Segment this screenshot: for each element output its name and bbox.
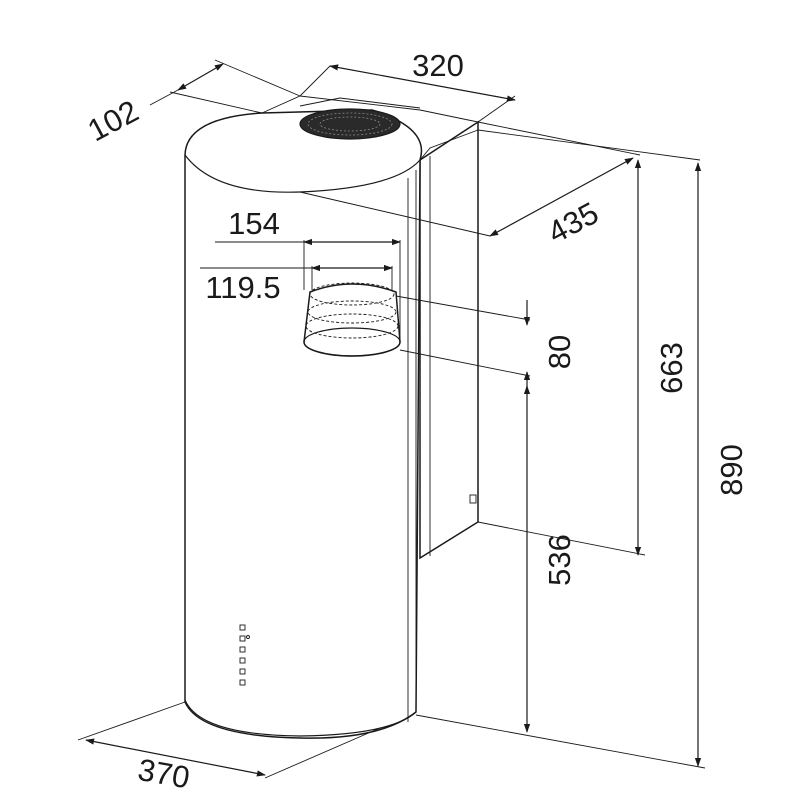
control-button-icon bbox=[239, 668, 246, 675]
status-dot-icon bbox=[246, 635, 250, 639]
control-panel bbox=[239, 624, 250, 686]
dimension-102-label: 102 bbox=[82, 93, 144, 148]
control-button-icon bbox=[239, 646, 246, 653]
dimension-154-label: 154 bbox=[228, 206, 280, 241]
indicator-light-icon bbox=[239, 624, 246, 631]
dimension-370-label: 370 bbox=[135, 752, 192, 795]
control-button-icon bbox=[239, 679, 246, 686]
dimension-320-label: 320 bbox=[412, 48, 464, 83]
exhaust-collar bbox=[303, 282, 401, 357]
dimension-435-label: 435 bbox=[542, 195, 604, 250]
chimney-back-panel bbox=[419, 120, 479, 560]
dimension-663-label: 663 bbox=[654, 342, 689, 394]
dimension-lines bbox=[85, 63, 702, 777]
dimension-119-5-label: 119.5 bbox=[205, 270, 280, 305]
dimension-890-label: 890 bbox=[714, 444, 749, 496]
dimension-80-label: 80 bbox=[542, 335, 577, 369]
extension-lines bbox=[77, 59, 706, 779]
dimension-536-label: 536 bbox=[542, 534, 577, 586]
control-button-icon bbox=[239, 657, 246, 664]
control-button-icon bbox=[239, 635, 246, 642]
